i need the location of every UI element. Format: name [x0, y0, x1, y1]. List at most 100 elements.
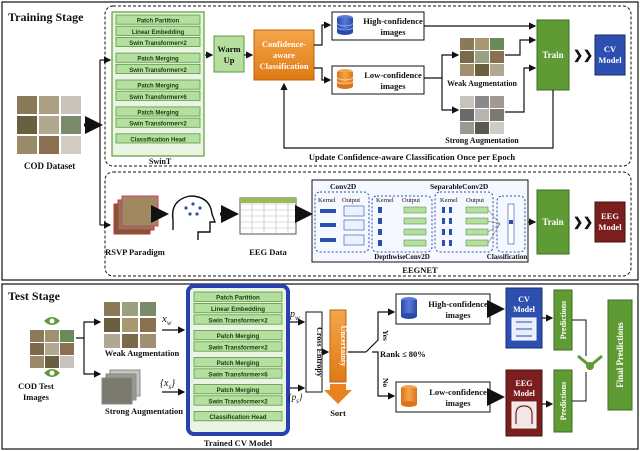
eye-icon [44, 369, 60, 377]
swin-layer-label: Patch Partition [137, 19, 180, 25]
swin-layer-label: Swin Transformer×6 [208, 372, 268, 379]
swin-layer-box [193, 368, 283, 379]
swin-layer-label: Patch Merging [217, 333, 260, 340]
kernel-bar [442, 240, 445, 246]
output-map [465, 239, 489, 247]
output-map [343, 234, 365, 246]
kernel-bar [442, 207, 445, 213]
swin-layer-box [115, 25, 201, 36]
swin-layer-label: Swin Transformer×2 [129, 122, 187, 128]
cac-line3: Classification [259, 61, 308, 71]
weak-aug-label: Weak Augmentation [447, 79, 518, 88]
swin-layer-label: Classification Head [209, 414, 266, 421]
swin-layer-box [115, 117, 201, 128]
swin-layer-label: Swin Transformer×2 [208, 318, 268, 325]
training-stage-title: Training Stage [8, 10, 84, 24]
connection-line [487, 223, 501, 233]
ps-symbol: {ps} [288, 392, 303, 405]
test-strong-aug-label: Strong Augmentation [105, 406, 183, 416]
test-strong-aug-images [101, 369, 141, 405]
warm-up-block [213, 35, 245, 73]
pw-symbol: pw [289, 309, 300, 322]
trained-cv-label: Trained CV Model [204, 438, 273, 448]
sort-arrow-icon [324, 384, 352, 404]
test-cv-model-line1: CV [518, 295, 530, 304]
training-stage-frame [1, 1, 639, 281]
swin-layer-label: Patch Merging [137, 57, 179, 63]
output-map [403, 217, 427, 225]
high-conf-line1: High-confidence [363, 16, 423, 26]
train-cv-label: Train [542, 50, 563, 60]
eeg-model-line1: EEG [601, 211, 619, 221]
warm-up-line1: Warm [217, 44, 240, 54]
output-label-1: Output [342, 197, 360, 204]
rsvp-images [113, 195, 159, 235]
swin-layer-label: Patch Merging [217, 387, 260, 394]
network-icon [511, 317, 537, 341]
cod-test-line2: Images [23, 392, 50, 402]
kernel-bar [449, 207, 452, 213]
swin-layer-label: Swin Transformer×6 [129, 95, 187, 101]
uncertainty-label: Uncertainty [339, 326, 348, 367]
kernel-bar [378, 218, 382, 224]
swin-layer-label: Classification Head [130, 137, 186, 143]
warm-up-line2: Up [224, 55, 235, 65]
rsvp-label: RSVP Paradigm [105, 247, 165, 257]
test-weak-aug-images [104, 302, 156, 348]
final-predictions-block [607, 299, 633, 411]
swin-layer-label: Swin Transformer×2 [208, 399, 268, 406]
output-map [403, 239, 427, 247]
train-eeg-block [536, 189, 570, 255]
weak-augmentation-images [460, 38, 504, 76]
yes-label: Yes [381, 330, 390, 341]
kernel-label-1: Kernel [318, 197, 336, 204]
classification-label: Classification [487, 253, 528, 261]
cross-entropy-label: Cross Entropy [315, 327, 324, 377]
swin-layer-box [193, 329, 283, 341]
swin-layer-box [115, 90, 201, 101]
cod-dataset-images [17, 96, 81, 154]
output-map [465, 228, 489, 236]
swin-layer-label: Swin Transformer×2 [129, 68, 187, 74]
cac-line1: Confidence- [262, 39, 306, 49]
eeg-model-block [594, 201, 626, 243]
kernel-bar [442, 218, 445, 224]
test-stage-title: Test Stage [8, 289, 61, 303]
connection-line [487, 223, 501, 244]
kernel-bar [320, 238, 336, 242]
swin-layer-box [193, 356, 283, 368]
swin-layer-box [115, 133, 201, 144]
depthwise-label: DepthwiseConv2D [374, 253, 430, 261]
swin-layer-label: Patch Partition [216, 295, 260, 302]
conv2d-label: Conv2D [330, 182, 357, 191]
eeg-branch-frame [104, 171, 632, 277]
connection-line [487, 220, 501, 225]
swin-layer-box [115, 79, 201, 90]
cod-dataset-label: COD Dataset [24, 161, 75, 171]
output-map [343, 219, 365, 231]
output-label-3: Output [466, 197, 484, 204]
swin-layer-box [115, 37, 201, 48]
database-icon [401, 385, 417, 407]
kernel-bar [442, 229, 445, 235]
kernel-label-3: Kernel [440, 197, 458, 204]
swin-layer-box [193, 314, 283, 325]
cv-predictions-label: Predictions [559, 301, 568, 340]
swin-layer-box [193, 395, 283, 406]
cv-model-line2: Model [598, 55, 622, 65]
uncertainty-block [329, 309, 347, 383]
kernel-bar [378, 229, 382, 235]
kernel-bar [449, 240, 452, 246]
output-map [403, 228, 427, 236]
sort-label: Sort [330, 408, 346, 418]
test-high-conf-line2: images [445, 310, 471, 320]
swin-layer-box [115, 52, 201, 63]
cod-test-line1: COD Test [18, 381, 54, 391]
database-icon [336, 15, 354, 35]
train-eeg-label: Train [542, 217, 563, 227]
test-eeg-model-line1: EEG [516, 379, 533, 388]
xw-symbol: xw [161, 313, 172, 327]
